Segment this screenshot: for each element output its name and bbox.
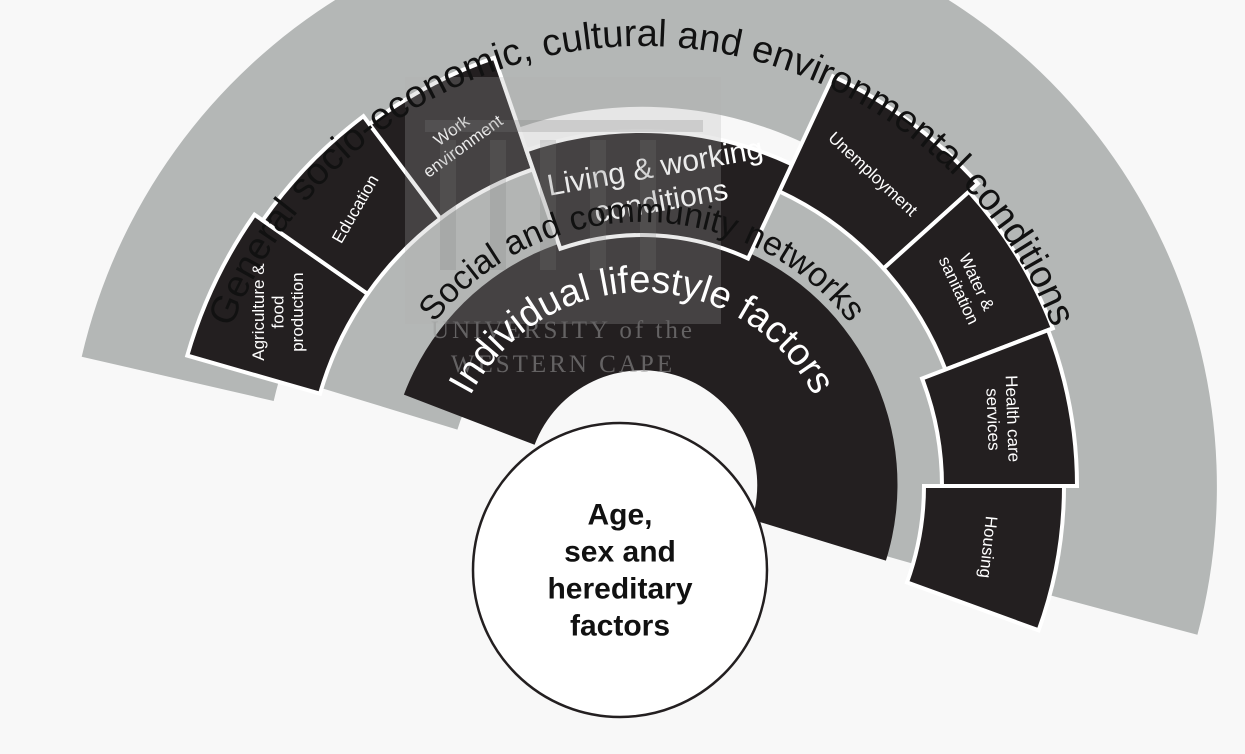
core-label-line: hereditary — [547, 573, 692, 606]
individual-lifestyle-band — [403, 229, 898, 561]
segment-health-care-label: Health careservices — [982, 375, 1024, 463]
core-circle — [471, 421, 769, 719]
segment-agriculture-line: Agriculture & — [249, 263, 268, 361]
segment-health-care-shape — [919, 327, 1080, 488]
segment-agriculture-label: Agriculture &foodproduction — [249, 263, 307, 361]
core-label-line: sex and — [564, 536, 676, 569]
segment-living-working: Living & workingconditions — [523, 129, 795, 262]
segment-housing: Housing — [904, 484, 1067, 633]
segment-work-environment-shape — [366, 55, 536, 222]
segment-unemployment: Unemployment — [776, 73, 981, 272]
watermark-line-2: WESTERN CAPE — [451, 351, 675, 378]
segment-work-environment: Workenvironment — [366, 55, 536, 222]
core-label: Age, sex and hereditary factors — [547, 499, 692, 643]
watermark-line-1: UNIVERSITY of the — [431, 317, 695, 344]
segment-unemployment-shape — [776, 73, 981, 272]
segment-health-care-line: Health care — [1002, 375, 1024, 463]
segment-water-sanitation-shape — [880, 188, 1056, 373]
segment-health-care: Health careservices — [919, 327, 1080, 488]
segment-health-care-line: services — [982, 388, 1003, 451]
university-watermark: UNIVERSITY of the WESTERN CAPE — [405, 77, 721, 378]
social-community-band — [321, 151, 977, 579]
core-label-line: factors — [570, 610, 670, 643]
segment-agriculture-line: production — [288, 272, 307, 351]
segment-water-sanitation: Water &sanitation — [880, 188, 1056, 373]
segment-housing-shape — [904, 484, 1067, 633]
core-label-line: Age, — [587, 499, 652, 532]
segment-agriculture-line: food — [268, 296, 287, 329]
